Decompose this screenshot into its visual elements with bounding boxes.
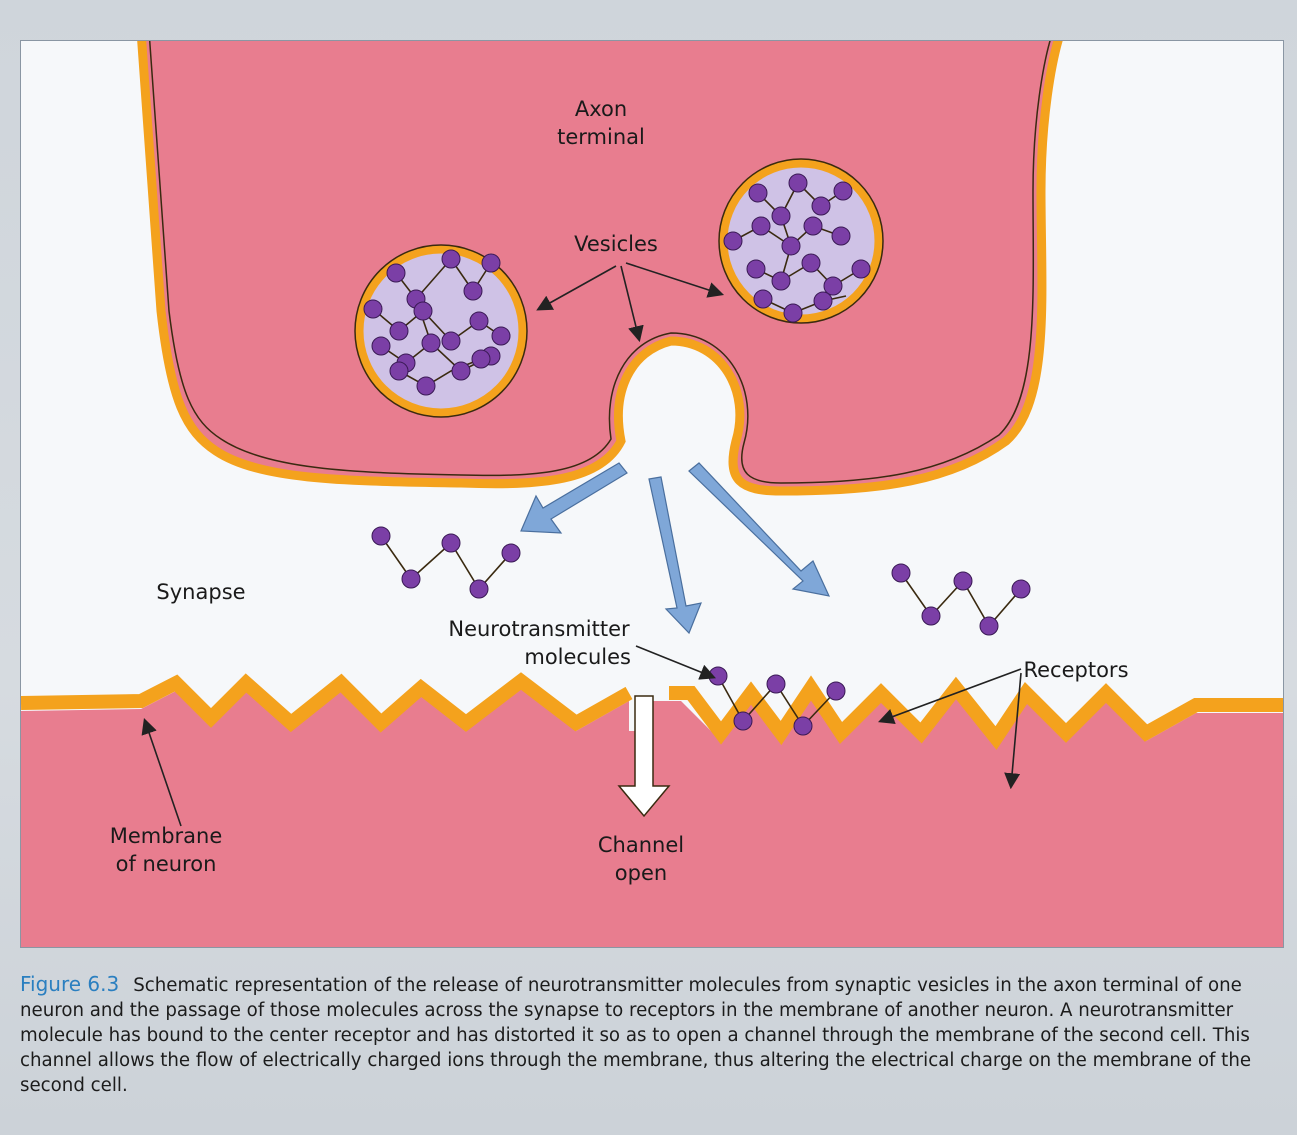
figure-panel: Axon terminal Vesicles Synapse Neurotran… [20,40,1284,948]
postsynaptic-cell-shape [21,689,1283,947]
caption-text: Schematic representation of the release … [20,975,1252,1096]
axon-terminal-outline-inner [148,41,1051,484]
pointer-lines [141,262,1022,827]
postsynaptic-membrane-right [669,675,1283,750]
figure-number: Figure 6.3 [20,972,120,996]
label-vesicles: Vesicles [574,232,658,256]
postsynaptic-membrane-left [21,672,633,733]
label-membrane-of-neuron: Membrane of neuron [109,824,223,876]
vesicle-right [718,158,884,324]
free-molecule-left [371,526,521,599]
axon-terminal-membrane [137,41,1063,496]
label-synapse: Synapse [156,580,246,604]
label-axon-terminal: Axon terminal [557,97,645,149]
channel-open-arrow [617,695,671,818]
synapse-diagram [21,41,1283,947]
release-arrows [520,462,831,635]
label-channel-open: Channel open [597,833,685,885]
label-receptors: Receptors [1023,658,1129,682]
free-molecule-right [891,563,1031,636]
label-neurotransmitter-molecules: Neurotransmitter molecules [448,617,631,669]
vesicle-left [354,244,528,418]
